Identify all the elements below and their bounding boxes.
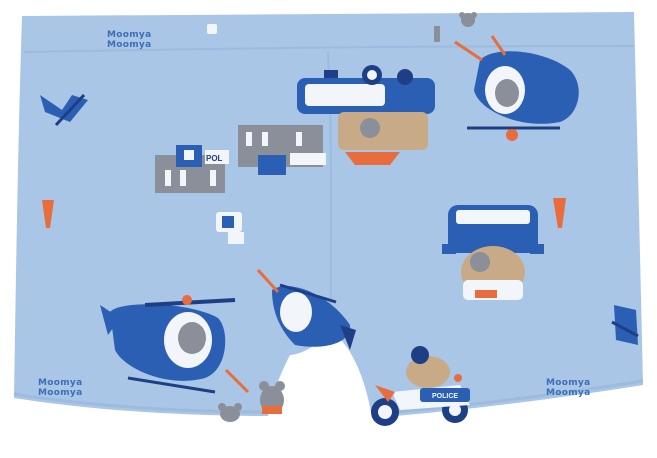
- police-helicopter-top-right: [454, 35, 579, 141]
- police-helicopter-center: [256, 268, 356, 350]
- police-helicopter-bottom-left: [100, 295, 250, 394]
- brand-text-line-1: Moomya: [38, 378, 83, 388]
- brand-text-line-1: Moomya: [107, 30, 152, 40]
- brand-text-line-2: Moomya: [546, 388, 591, 398]
- police-helicopter-left-edge: [40, 93, 88, 127]
- mouse-character-top: [459, 12, 477, 27]
- building-sign: POL: [206, 154, 223, 163]
- traffic-cone-right: [553, 198, 566, 228]
- small-tag-top: [207, 24, 217, 34]
- police-station-center: [238, 125, 326, 175]
- brand-text-line-2: Moomya: [38, 388, 83, 398]
- police-car-right: [442, 205, 544, 300]
- police-motorcycle: POLICE: [371, 346, 470, 426]
- brand-logo-top: Moomya Moomya: [107, 30, 151, 50]
- brand-text-line-1: Moomya: [546, 378, 591, 388]
- police-car-top: POLICE: [297, 65, 435, 165]
- bike-label: POLICE: [432, 393, 458, 400]
- brand-text-line-2: Moomya: [107, 40, 152, 50]
- small-police-icon: [216, 212, 244, 244]
- mouse-character-1: [259, 381, 285, 414]
- traffic-cone-left: [42, 200, 54, 228]
- small-mark-top: [434, 26, 440, 42]
- mouse-character-2: [218, 403, 242, 422]
- brand-logo-bottom-right: Moomya Moomya: [546, 378, 590, 398]
- car-top-label: POLICE: [392, 91, 426, 101]
- brand-logo-bottom-left: Moomya Moomya: [38, 378, 82, 398]
- police-helicopter-right-edge: [611, 305, 639, 345]
- police-station-left: POL: [155, 145, 229, 193]
- waistband-seam: [23, 45, 635, 53]
- right-leg-hem: [371, 379, 644, 416]
